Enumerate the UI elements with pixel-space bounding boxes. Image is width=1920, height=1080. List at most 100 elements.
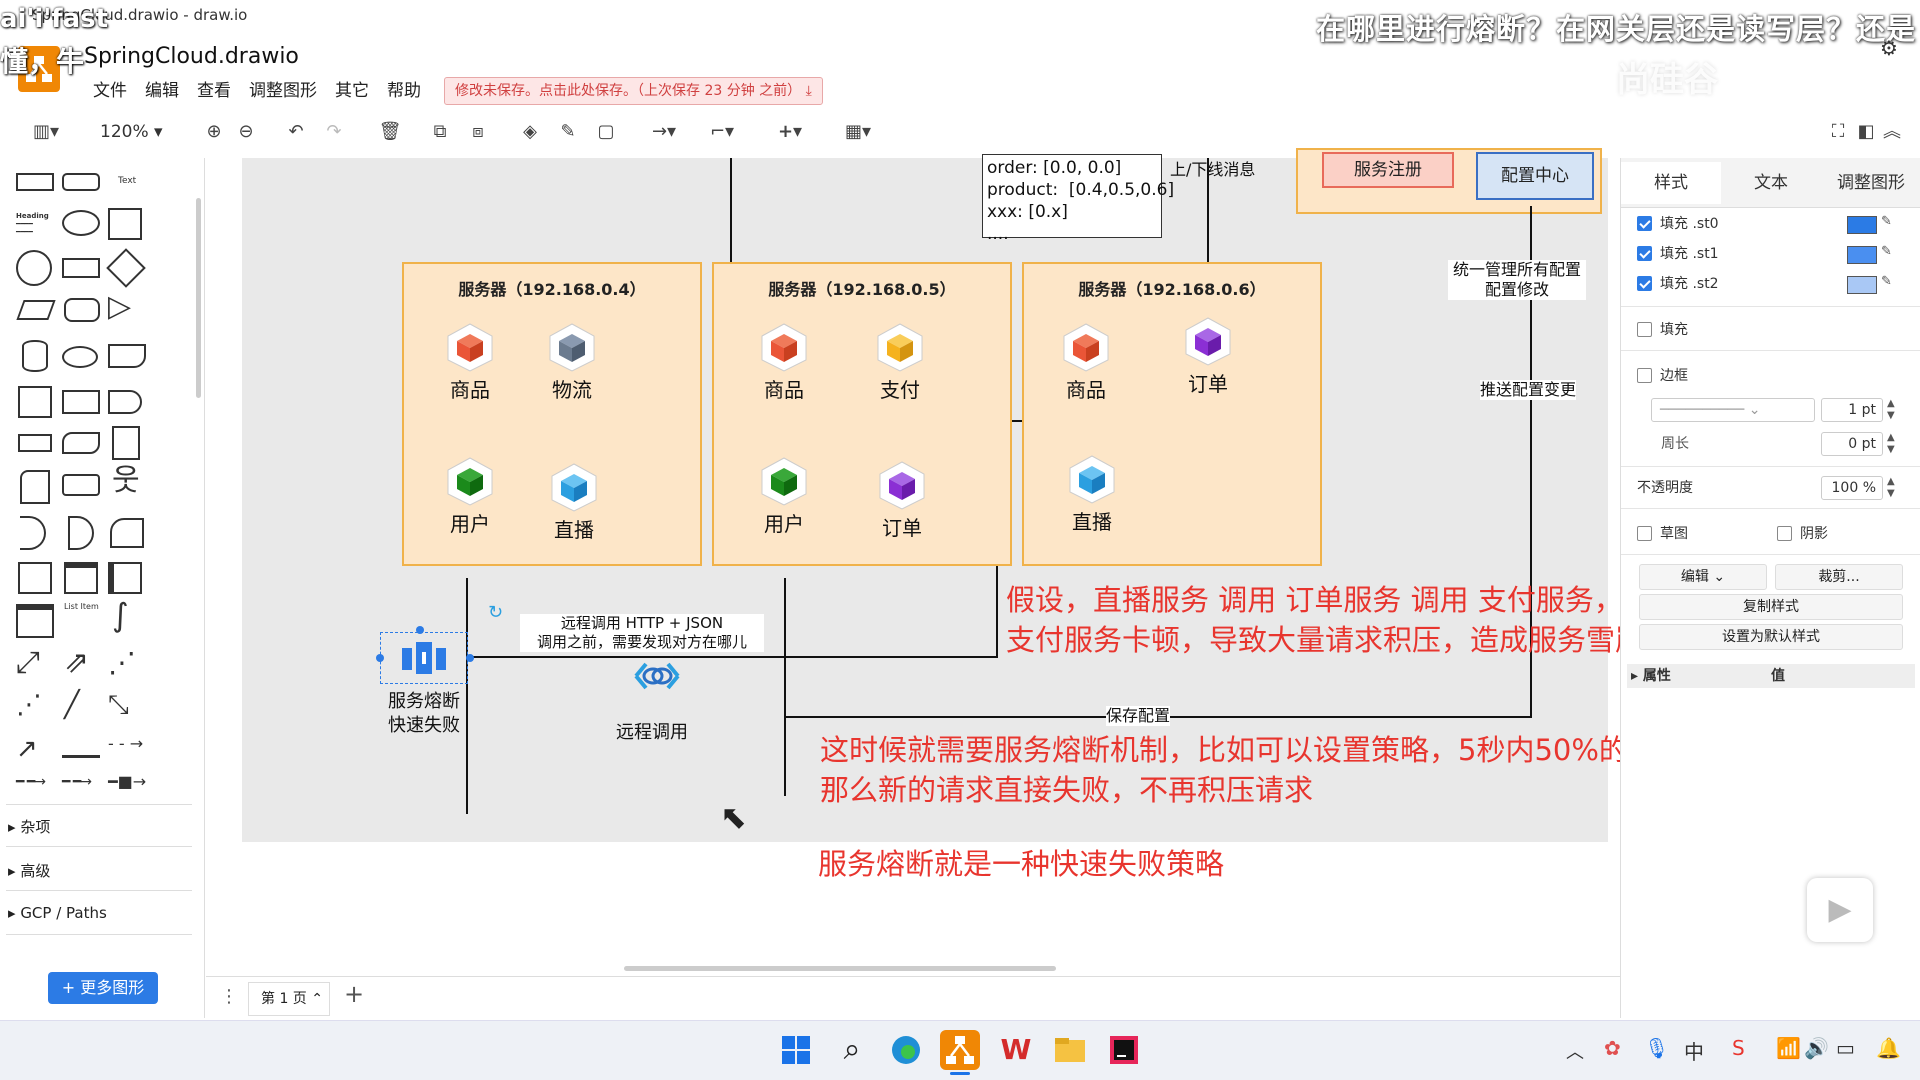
shadow-icon[interactable]: ▢ (597, 121, 615, 142)
crop-button[interactable]: 裁剪... (1775, 564, 1903, 590)
shape-dotted-line[interactable]: ⋰ (16, 690, 42, 720)
volume-icon[interactable]: 🔊 (1804, 1036, 1829, 1060)
notification-bell-icon[interactable]: 🔔 (1876, 1036, 1901, 1060)
more-shapes-button[interactable]: + 更多图形 (48, 972, 158, 1004)
annotation-text-3[interactable]: 这时候就需要服务熔断机制，比如可以设置策略，5秒内50%的请求失败， (820, 733, 1773, 767)
fill-st1-color[interactable] (1847, 246, 1877, 264)
wifi-icon[interactable]: 📶 (1776, 1036, 1801, 1060)
shape-line[interactable]: ╱ (64, 690, 80, 720)
fill-checkbox[interactable]: 填充 (1637, 320, 1688, 340)
copy-style-button[interactable]: 复制样式 (1639, 594, 1903, 620)
selection-handle[interactable] (466, 654, 474, 662)
updown-message-label[interactable]: 上/下线消息 (1170, 160, 1256, 179)
section-advanced[interactable]: ▸ 高级 (8, 862, 51, 880)
shape-hexagon[interactable] (64, 298, 100, 322)
selection-handle[interactable] (416, 626, 424, 634)
unsaved-notice-button[interactable]: 修改未保存。点击此处保存。（上次保存 23 分钟 之前） ⤓ (444, 77, 823, 105)
edit-style-button[interactable]: 编辑 ⌄ (1639, 564, 1767, 590)
shape-card[interactable] (20, 470, 50, 504)
shape-vertical-container[interactable] (108, 562, 142, 594)
shape-cube[interactable] (62, 390, 100, 414)
fill-st2-color[interactable] (1847, 276, 1877, 294)
windows-start-icon[interactable] (776, 1030, 816, 1070)
page-tab-1[interactable]: 第 1 页 ⌃ (248, 982, 330, 1016)
zoom-in-icon[interactable]: ⊕ (206, 121, 222, 142)
zoom-out-icon[interactable]: ⊖ (238, 121, 254, 142)
rotate-handle-icon[interactable]: ↻ (488, 602, 504, 623)
menu-arrange[interactable]: 调整图形 (249, 81, 317, 101)
remote-call-icon[interactable] (622, 654, 692, 698)
fill-st2-checkbox[interactable]: 填充 .st2 (1637, 274, 1719, 294)
shape-actor[interactable]: 웃 (112, 463, 140, 498)
shape-tape[interactable] (62, 432, 100, 454)
circuit-breaker-icon[interactable] (400, 638, 448, 678)
edit-fill-icon[interactable]: ✎ (1881, 274, 1892, 289)
fill-st0-checkbox[interactable]: 填充 .st0 (1637, 214, 1719, 234)
annotation-text-5[interactable]: 服务熔断就是一种快速失败策略 (818, 847, 1225, 881)
tab-text[interactable]: 文本 (1754, 173, 1788, 193)
perimeter-input[interactable]: 0 pt (1821, 432, 1883, 456)
fill-color-icon[interactable]: ◈ (523, 121, 537, 142)
opacity-input[interactable]: 100 % (1821, 476, 1883, 500)
shapes-scrollbar[interactable] (196, 198, 201, 398)
shape-trapezoid[interactable] (18, 434, 52, 452)
shape-link[interactable] (62, 728, 100, 758)
annotation-text-1[interactable]: 假设，直播服务 调用 订单服务 调用 支付服务， (1006, 583, 1623, 617)
shape-arrow[interactable]: ⇗ (64, 645, 90, 680)
shape-internal-storage[interactable] (18, 386, 52, 418)
shape-diamond[interactable] (106, 248, 146, 288)
add-page-icon[interactable]: + (344, 980, 365, 1008)
format-panel-icon[interactable]: ◧ (1857, 121, 1875, 142)
insert-icon[interactable]: +▾ (777, 121, 803, 142)
canvas-scrollbar[interactable] (624, 966, 1056, 971)
microphone-icon[interactable]: 🎙 (1644, 1036, 1670, 1060)
menu-extras[interactable]: 其它 (335, 81, 369, 101)
shape-bidirectional-connector[interactable]: ⤡ (108, 690, 129, 720)
section-gcp-paths[interactable]: ▸ GCP / Paths (8, 904, 107, 922)
shape-curve[interactable]: ∫ (112, 596, 129, 634)
manage-config-label[interactable]: 统一管理所有配置 配置修改 (1448, 260, 1586, 300)
menu-file[interactable]: 文件 (93, 81, 127, 101)
service-registry-box[interactable]: 服务注册 (1322, 152, 1454, 188)
shape-heading[interactable]: Heading━━━━━━━━ (16, 212, 49, 236)
shape-process[interactable] (62, 258, 100, 278)
shape-connector-bold[interactable]: ━■→ (108, 772, 147, 791)
shape-bidirectional-arrow[interactable]: ⤢ (16, 645, 40, 680)
shape-note[interactable] (112, 426, 140, 460)
video-play-icon[interactable]: ▶ (1807, 878, 1873, 942)
shape-data-storage[interactable] (110, 518, 144, 548)
config-center-box[interactable]: 配置中心 (1476, 152, 1594, 200)
page-menu-icon[interactable]: ⋮ (220, 986, 238, 1007)
ime-icon[interactable]: 中 (1684, 1040, 1704, 1064)
shape-cylinder[interactable] (22, 340, 48, 372)
tab-style[interactable]: 样式 (1621, 162, 1721, 204)
service-logistics[interactable]: 物流 (532, 322, 612, 403)
server-box-1[interactable]: 服务器（192.168.0.4） (402, 262, 702, 566)
search-icon[interactable]: ⌕ (843, 1032, 861, 1067)
service-order[interactable]: 订单 (1168, 316, 1248, 397)
service-live[interactable]: 直播 (1052, 454, 1132, 535)
service-product[interactable]: 商品 (744, 322, 824, 403)
stepper-icon[interactable]: ▲▼ (1887, 398, 1895, 421)
shape-callout[interactable] (62, 474, 100, 496)
border-width-input[interactable]: 1 pt (1821, 398, 1883, 422)
shape-square[interactable] (108, 208, 142, 240)
fill-st1-checkbox[interactable]: 填充 .st1 (1637, 244, 1719, 264)
shape-container[interactable] (18, 562, 52, 594)
fill-st0-color[interactable] (1847, 216, 1877, 234)
view-panels-icon[interactable]: ▥▾ (32, 121, 60, 142)
tray-app-icon[interactable]: ✿ (1604, 1036, 1621, 1060)
shape-connector-label-2[interactable]: ━ ━→ (62, 774, 92, 790)
edit-fill-icon[interactable]: ✎ (1881, 244, 1892, 259)
shape-and[interactable] (68, 516, 94, 550)
menu-edit[interactable]: 编辑 (145, 81, 179, 101)
shape-rounded-rectangle[interactable] (62, 173, 100, 191)
sketch-checkbox[interactable]: 草图 (1637, 524, 1688, 544)
tab-arrange[interactable]: 调整图形 (1837, 173, 1905, 193)
shape-rectangle[interactable] (16, 173, 54, 191)
delete-icon[interactable]: 🗑 (378, 121, 402, 142)
shape-or[interactable] (20, 516, 46, 550)
shape-swimlane[interactable] (64, 562, 98, 594)
border-style-select[interactable]: ────────── ⌄ (1651, 398, 1815, 422)
annotation-text-4[interactable]: 那么新的请求直接失败，不再积压请求 (820, 773, 1314, 807)
